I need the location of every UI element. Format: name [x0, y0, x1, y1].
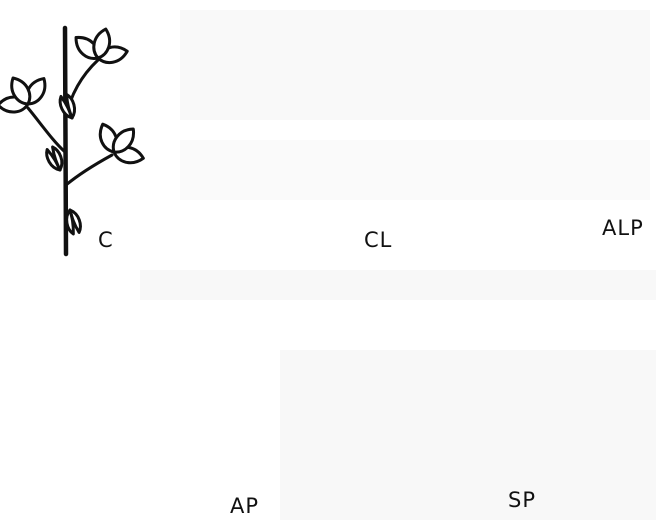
panel-label-ap: AP	[230, 494, 259, 518]
panel-label-c: C	[98, 228, 114, 252]
panel-label-cl: CL	[364, 228, 392, 252]
plant-c	[0, 21, 156, 254]
show-through-background	[140, 10, 656, 520]
panel-label-sp: SP	[508, 488, 536, 512]
panel-label-alp: ALP	[602, 216, 644, 240]
